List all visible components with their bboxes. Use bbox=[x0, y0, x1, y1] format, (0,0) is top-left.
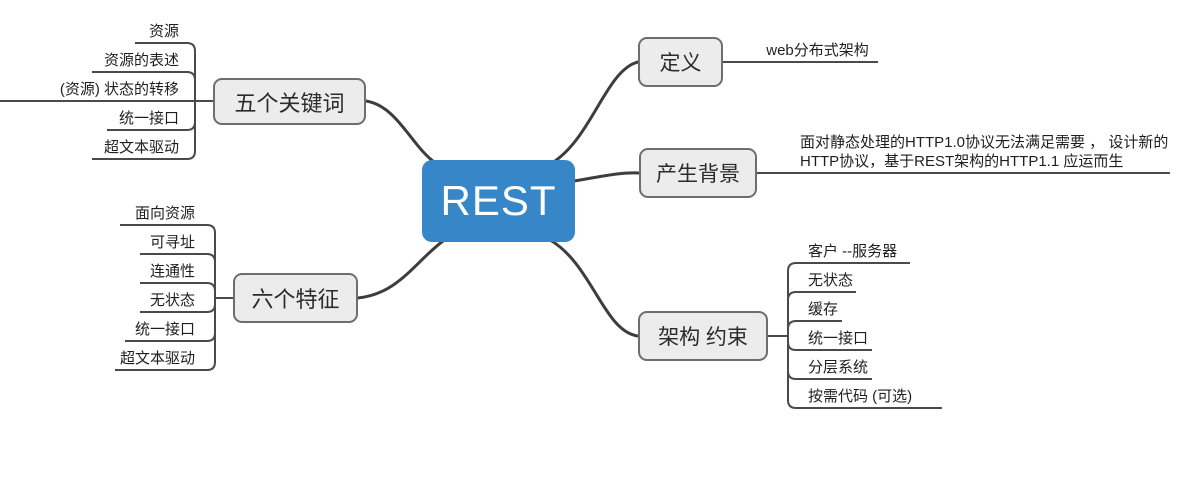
leaf-resource-oriented[interactable]: 面向资源 bbox=[134, 205, 195, 222]
leaf-layered-system[interactable]: 分层系统 bbox=[808, 359, 869, 376]
connector-leaf-resource-oriented bbox=[120, 224, 216, 298]
branch-node-constraints[interactable]: 架构 约束 bbox=[638, 311, 768, 361]
connector-root-constraints bbox=[548, 238, 640, 338]
leaf-addressable[interactable]: 可寻址 bbox=[149, 234, 195, 251]
connector-leaf-code-on-demand bbox=[787, 336, 942, 409]
background-text-line1: 面对静态处理的HTTP1.0协议无法满足需要 ， 设计新的 bbox=[800, 134, 1169, 151]
leaf-hypertext-driven-2[interactable]: 超文本驱动 bbox=[119, 350, 195, 367]
connector-leaf-cache bbox=[787, 320, 842, 336]
leaf-code-on-demand[interactable]: 按需代码 (可选) bbox=[808, 388, 913, 405]
leaf-stateless[interactable]: 无状态 bbox=[149, 292, 195, 309]
leaf-resource[interactable]: 资源 bbox=[148, 23, 179, 40]
connector-root-definition bbox=[550, 60, 640, 165]
connector-leaf-connectedness bbox=[140, 282, 216, 298]
leaf-background-text[interactable]: 面对静态处理的HTTP1.0协议无法满足需要 ， 设计新的 HTTP协议，基于R… bbox=[800, 133, 1178, 171]
branch-node-features[interactable]: 六个特征 bbox=[233, 273, 358, 323]
connector-leaf-hypertext-driven-2 bbox=[115, 298, 216, 371]
leaf-resource-representation[interactable]: 资源的表述 bbox=[103, 52, 179, 69]
connector-root-background bbox=[572, 171, 641, 183]
branch-node-background[interactable]: 产生背景 bbox=[639, 148, 757, 198]
branch-node-definition[interactable]: 定义 bbox=[638, 37, 723, 87]
leaf-state-transfer[interactable]: (资源) 状态的转移 bbox=[59, 81, 179, 98]
leaf-connectedness[interactable]: 连通性 bbox=[149, 263, 195, 280]
leaf-cache[interactable]: 缓存 bbox=[808, 301, 839, 318]
leaf-client-server[interactable]: 客户 --服务器 bbox=[808, 243, 898, 260]
connector-leaf-hypertext-driven bbox=[92, 101, 196, 160]
leaf-hypertext-driven[interactable]: 超文本驱动 bbox=[103, 139, 179, 156]
root-node-rest[interactable]: REST bbox=[422, 160, 575, 242]
leaf-uniform-interface[interactable]: 统一接口 bbox=[118, 110, 179, 127]
branch-node-keywords[interactable]: 五个关键词 bbox=[213, 78, 366, 125]
leaf-uniform-interface-2[interactable]: 统一接口 bbox=[134, 321, 195, 338]
background-text-line2: HTTP协议，基于REST架构的HTTP1.1 应运而生 bbox=[800, 153, 1124, 170]
connector-root-features bbox=[356, 239, 445, 300]
connector-leaf-resource bbox=[135, 42, 196, 101]
leaf-stateless-2[interactable]: 无状态 bbox=[808, 272, 854, 289]
connector-root-keywords bbox=[364, 99, 439, 166]
connector-leaf-addressable bbox=[140, 253, 216, 298]
connector-leaf-stateless-2 bbox=[787, 291, 856, 336]
connector-leaf-client-server bbox=[787, 262, 910, 336]
leaf-uniform-interface-3[interactable]: 统一接口 bbox=[808, 330, 869, 347]
leaf-web-distributed-architecture[interactable]: web分布式架构 bbox=[766, 42, 869, 59]
connector-leaf-resource-repr bbox=[92, 71, 196, 101]
